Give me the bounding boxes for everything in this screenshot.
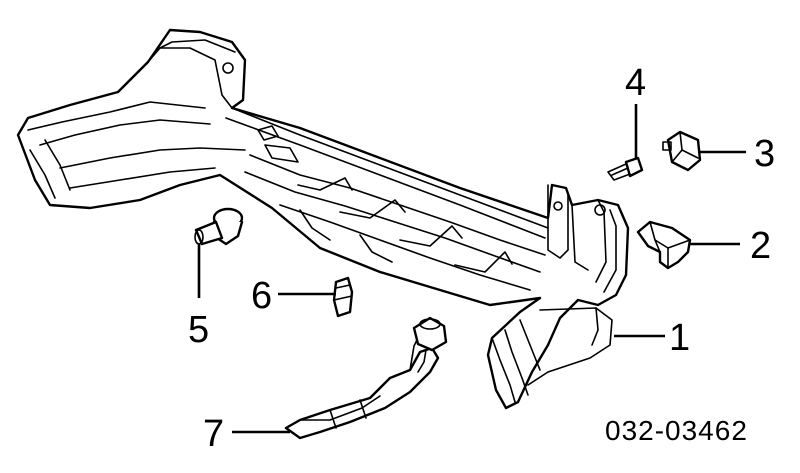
catalog-code: 032-03462 [605,415,748,446]
callout-3: 3 [754,133,775,175]
callout-6: 6 [251,275,272,317]
license-light-part [284,316,448,440]
bolt-part [332,276,354,318]
callout-5: 5 [188,309,209,351]
callout-4: 4 [625,62,646,104]
push-fastener-part [194,207,244,246]
callout-7: 7 [203,413,224,455]
callout-2: 2 [750,225,771,267]
clip-bracket-part [636,220,692,270]
bumper-part [16,28,630,410]
callout-1: 1 [669,317,690,359]
clip-nut-part [662,130,702,172]
screw-part [607,156,644,181]
